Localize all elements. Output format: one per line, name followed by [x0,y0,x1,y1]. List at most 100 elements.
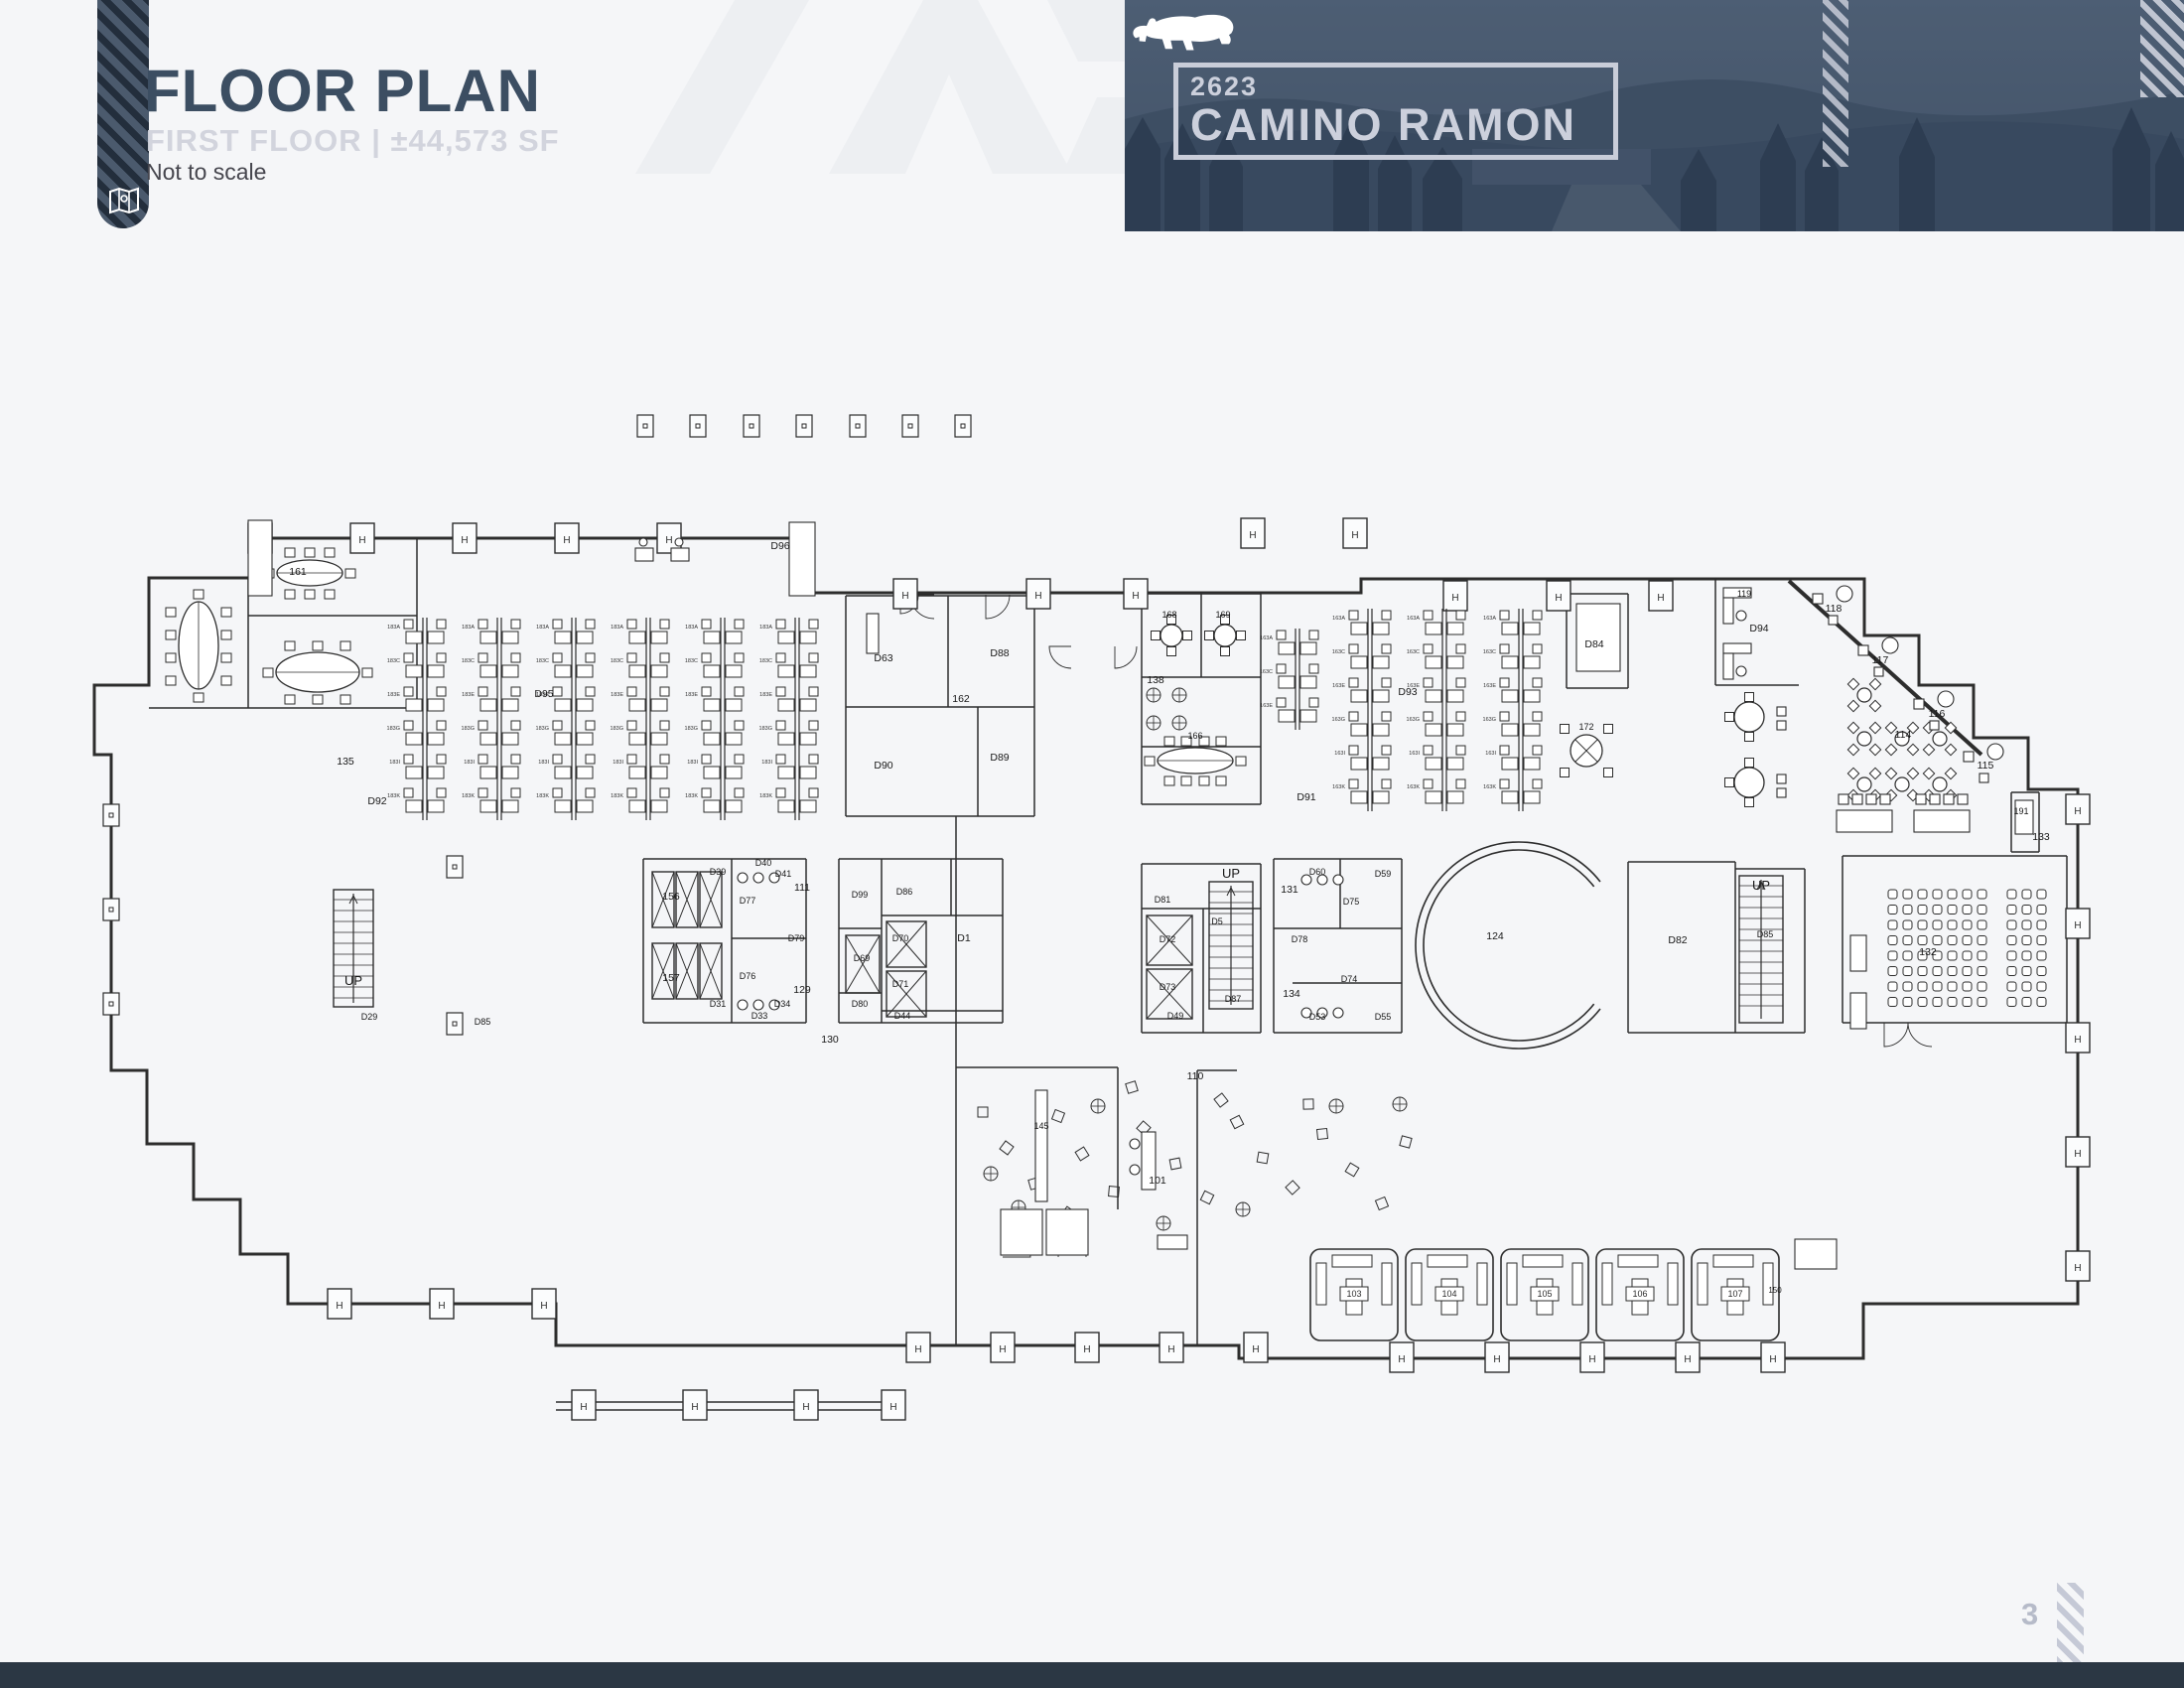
svg-text:169: 169 [1215,610,1230,620]
svg-text:183G: 183G [462,726,475,732]
svg-text:183G: 183G [387,726,400,732]
svg-text:D80: D80 [852,999,869,1009]
svg-text:D44: D44 [894,1011,911,1021]
svg-text:132: 132 [1919,946,1937,958]
address-name: CAMINO RAMON [1190,99,1576,150]
svg-text:H: H [1657,593,1664,604]
svg-text:183C: 183C [685,658,698,664]
svg-text:D41: D41 [775,869,792,879]
svg-text:134: 134 [1283,988,1300,1000]
svg-text:163I: 163I [1485,751,1496,757]
header-accent-tab [97,0,149,228]
svg-text:163E: 163E [1407,683,1420,689]
svg-text:163G: 163G [1332,717,1345,723]
not-to-scale-note: Not to scale [146,159,267,185]
svg-text:H: H [691,1402,698,1413]
svg-text:D31: D31 [710,999,727,1009]
address-box: 2623 CAMINO RAMON [1173,63,1618,160]
svg-text:183C: 183C [759,658,772,664]
svg-text:183K: 183K [759,793,772,799]
svg-text:H: H [1493,1354,1500,1365]
svg-text:183C: 183C [462,658,475,664]
svg-text:183A: 183A [611,625,623,631]
svg-text:172: 172 [1578,722,1593,732]
address-number: 2623 [1190,71,1259,101]
svg-text:D79: D79 [788,933,805,943]
svg-text:H: H [1555,593,1562,604]
svg-text:H: H [999,1344,1006,1355]
svg-text:D96: D96 [770,540,789,552]
svg-text:129: 129 [793,984,811,996]
svg-text:D93: D93 [1398,686,1417,698]
svg-text:D70: D70 [892,933,909,943]
svg-text:163A: 163A [1260,635,1273,641]
svg-text:183G: 183G [759,726,772,732]
svg-text:183I: 183I [687,760,698,766]
page-subtitle: FIRST FLOOR | ±44,573 SF [146,123,560,158]
svg-text:124: 124 [1486,930,1504,942]
svg-text:163A: 163A [1483,616,1496,622]
svg-text:D72: D72 [1160,934,1176,944]
svg-text:D84: D84 [1584,638,1603,650]
svg-text:D92: D92 [367,795,386,807]
svg-text:183K: 183K [462,793,475,799]
svg-text:166: 166 [1187,731,1202,741]
svg-text:H: H [1249,530,1256,541]
svg-text:168: 168 [1161,610,1176,620]
svg-text:163E: 163E [1483,683,1496,689]
svg-text:161: 161 [289,566,307,578]
svg-text:163C: 163C [1332,649,1345,655]
svg-text:H: H [1588,1354,1595,1365]
svg-text:D76: D76 [740,971,756,981]
svg-text:H: H [461,535,468,546]
svg-text:183G: 183G [536,726,549,732]
photo-banner: 2623 CAMINO RAMON [1125,0,2184,231]
svg-text:H: H [358,535,365,546]
svg-text:156: 156 [662,891,680,903]
svg-text:D39: D39 [710,867,727,877]
svg-text:111: 111 [794,882,810,894]
svg-text:H: H [1252,1344,1259,1355]
svg-text:163E: 163E [1260,703,1273,709]
training-chair-grid [1887,889,2047,1007]
svg-text:183E: 183E [536,692,549,698]
footer-bar [0,1662,2184,1688]
svg-text:183A: 183A [462,625,475,631]
svg-text:UP: UP [1222,866,1240,881]
stairs [333,875,1784,1024]
svg-text:163A: 163A [1407,616,1420,622]
svg-text:H: H [1167,1344,1174,1355]
svg-text:104: 104 [1441,1289,1456,1299]
svg-text:H: H [540,1301,547,1312]
svg-text:133: 133 [2032,831,2050,843]
svg-text:130: 130 [821,1034,839,1046]
svg-text:H: H [563,535,570,546]
campus-photo [1125,0,2184,231]
svg-text:183C: 183C [536,658,549,664]
svg-text:163I: 163I [1409,751,1420,757]
svg-text:163I: 163I [1334,751,1345,757]
svg-text:135: 135 [337,756,354,768]
svg-text:H: H [1398,1354,1405,1365]
svg-text:D63: D63 [874,652,892,664]
svg-text:D69: D69 [854,953,871,963]
svg-text:D5: D5 [1211,916,1223,926]
svg-text:183I: 183I [761,760,772,766]
conference-tables [165,547,1765,807]
svg-text:183E: 183E [611,692,623,698]
svg-text:145: 145 [1033,1121,1048,1131]
svg-text:D90: D90 [874,760,892,772]
svg-text:H: H [2074,920,2081,931]
svg-text:D86: D86 [896,887,913,897]
svg-text:162: 162 [952,693,970,705]
svg-text:163A: 163A [1332,616,1345,622]
svg-text:H: H [2074,806,2081,817]
svg-text:183G: 183G [611,726,623,732]
svg-text:183I: 183I [538,760,549,766]
svg-text:H: H [2074,1263,2081,1274]
svg-text:D91: D91 [1297,791,1315,803]
page-number-stripes [2057,1583,2084,1664]
svg-text:183K: 183K [387,793,400,799]
svg-text:183E: 183E [685,692,698,698]
